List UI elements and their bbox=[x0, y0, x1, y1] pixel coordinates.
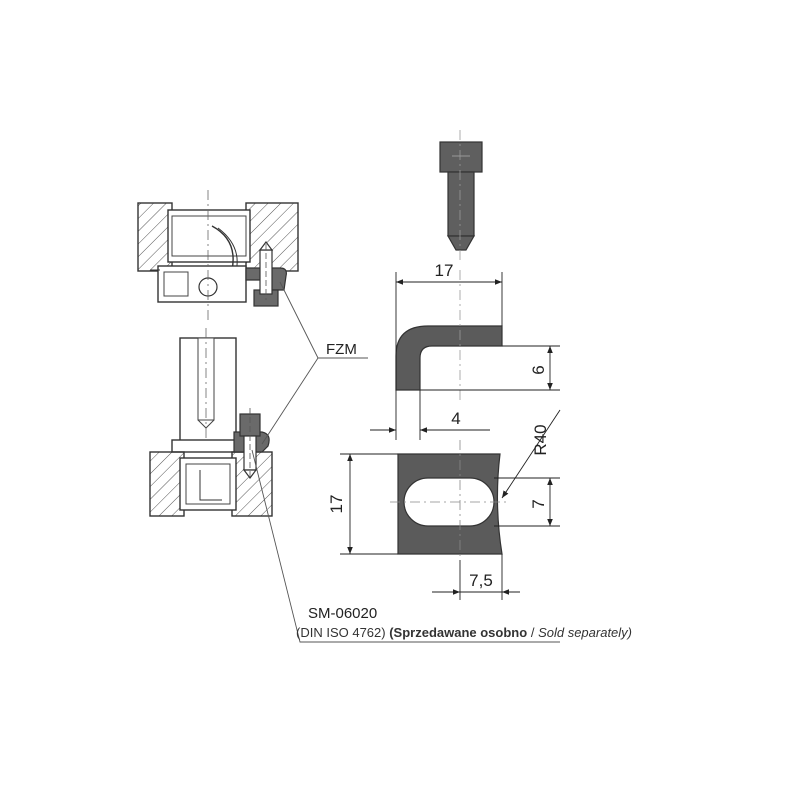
sold-separately-pl: (Sprzedawane osobno bbox=[389, 625, 527, 640]
bottom-section-view bbox=[149, 328, 273, 517]
standard-label: (DIN ISO 4762) bbox=[296, 625, 386, 640]
dim-radius: R40 bbox=[531, 424, 550, 455]
top-section-view bbox=[137, 190, 299, 320]
sold-separately-note: (DIN ISO 4762) (Sprzedawane osobno / Sol… bbox=[296, 625, 632, 640]
dim-width-top: 17 bbox=[435, 261, 454, 280]
dimension-lines bbox=[340, 272, 561, 600]
part-code-label: SM-06020 bbox=[308, 605, 377, 622]
screw-sm-06020 bbox=[439, 130, 483, 262]
sold-separately-en: Sold separately) bbox=[538, 625, 632, 640]
note-separator: / bbox=[531, 625, 535, 640]
dim-thickness: 4 bbox=[451, 409, 460, 428]
fzm-label: FZM bbox=[326, 341, 357, 358]
dim-height-lip: 6 bbox=[529, 365, 548, 374]
leader-lines bbox=[251, 281, 560, 643]
dim-slot-height: 7 bbox=[529, 499, 548, 508]
dim-slot-width: 7,5 bbox=[469, 571, 493, 590]
clamp-front-view bbox=[390, 440, 510, 560]
clamp-side-view bbox=[395, 270, 503, 400]
dim-height-side: 17 bbox=[327, 495, 346, 514]
